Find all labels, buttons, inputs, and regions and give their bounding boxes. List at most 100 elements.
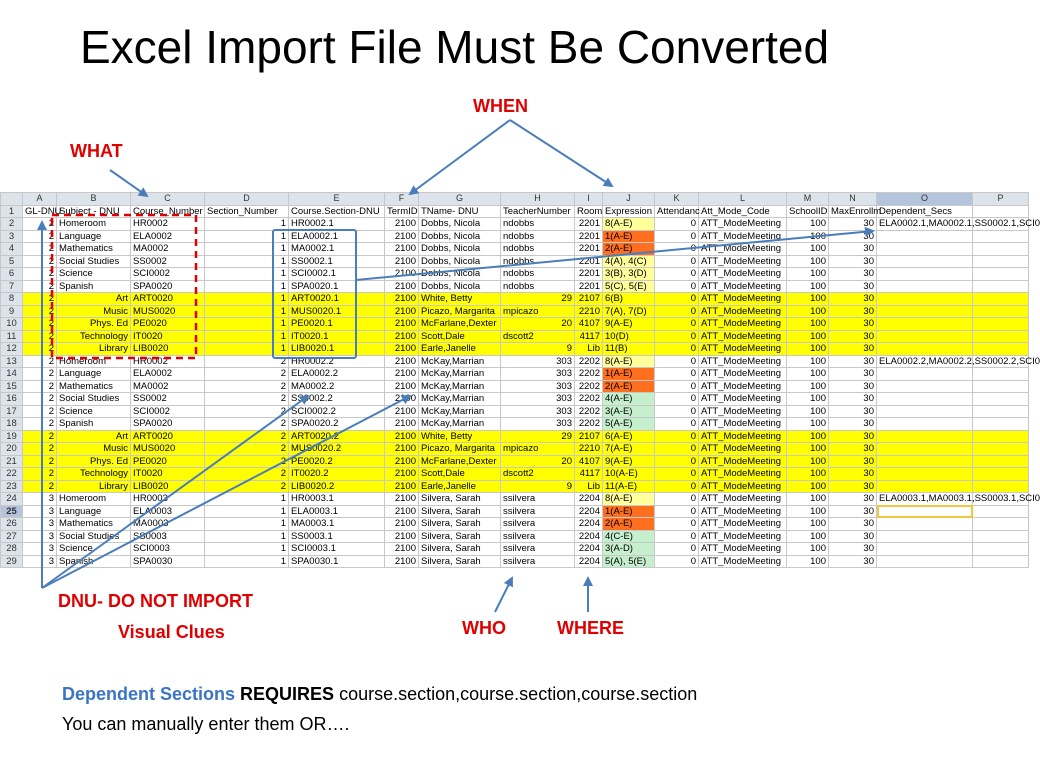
column-header-h[interactable]: H	[500, 192, 575, 206]
cell-k[interactable]: 0	[654, 492, 699, 506]
cell-f[interactable]: 2100	[384, 504, 419, 518]
cell-l[interactable]: ATT_ModeMeeting	[698, 417, 787, 431]
column-header-k[interactable]: K	[654, 192, 699, 206]
cell-f[interactable]: 2100	[384, 229, 419, 243]
cell-c[interactable]: ELA0002	[130, 229, 205, 243]
row-number[interactable]: 7	[0, 279, 23, 293]
cell-o[interactable]	[876, 479, 973, 493]
cell-o[interactable]	[876, 392, 973, 406]
cell-n[interactable]: 30	[828, 329, 877, 343]
cell-g[interactable]: Dobbs, Nicola	[418, 217, 501, 231]
cell-a[interactable]: 2	[22, 292, 57, 306]
cell-l[interactable]: ATT_ModeMeeting	[698, 529, 787, 543]
cell-g[interactable]: McKay,Marrian	[418, 417, 501, 431]
cell-f[interactable]: 2100	[384, 492, 419, 506]
cell-e[interactable]: SS0003.1	[288, 529, 385, 543]
cell-f[interactable]: 2100	[384, 379, 419, 393]
cell-a[interactable]: 3	[22, 542, 57, 556]
cell-p[interactable]	[972, 242, 1029, 256]
cell-i[interactable]: 2201	[574, 279, 603, 293]
cell-n[interactable]: 30	[828, 404, 877, 418]
cell-b[interactable]: Mathematics	[56, 379, 131, 393]
header-cell[interactable]: TName- DNU	[418, 204, 501, 218]
cell-d[interactable]: 1	[204, 229, 289, 243]
cell-k[interactable]: 0	[654, 267, 699, 281]
row-number[interactable]: 26	[0, 517, 23, 531]
cell-p[interactable]	[972, 254, 1029, 268]
cell-i[interactable]: Lib	[574, 342, 603, 356]
cell-g[interactable]: Dobbs, Nicola	[418, 254, 501, 268]
cell-j[interactable]: 7(A-E)	[602, 442, 655, 456]
row-number[interactable]: 9	[0, 304, 23, 318]
cell-g[interactable]: White, Betty	[418, 292, 501, 306]
cell-n[interactable]: 30	[828, 454, 877, 468]
cell-o[interactable]	[876, 529, 973, 543]
header-cell[interactable]: Expression	[602, 204, 655, 218]
cell-i[interactable]: 2204	[574, 492, 603, 506]
cell-g[interactable]: Silvera, Sarah	[418, 529, 501, 543]
cell-b[interactable]: Language	[56, 229, 131, 243]
row-number[interactable]: 19	[0, 429, 23, 443]
cell-d[interactable]: 1	[204, 304, 289, 318]
header-cell[interactable]: TermID	[384, 204, 419, 218]
cell-m[interactable]: 100	[786, 304, 829, 318]
cell-o[interactable]	[876, 517, 973, 531]
header-cell[interactable]	[972, 204, 1029, 218]
cell-m[interactable]: 100	[786, 442, 829, 456]
cell-m[interactable]: 100	[786, 467, 829, 481]
cell-c[interactable]: ELA0003	[130, 504, 205, 518]
cell-m[interactable]: 100	[786, 342, 829, 356]
cell-i[interactable]: 2107	[574, 429, 603, 443]
cell-p[interactable]	[972, 517, 1029, 531]
cell-n[interactable]: 30	[828, 379, 877, 393]
cell-p[interactable]	[972, 229, 1029, 243]
cell-h[interactable]: ndobbs	[500, 217, 575, 231]
cell-e[interactable]: MA0003.1	[288, 517, 385, 531]
cell-f[interactable]: 2100	[384, 392, 419, 406]
cell-m[interactable]: 100	[786, 454, 829, 468]
cell-m[interactable]: 100	[786, 479, 829, 493]
cell-p[interactable]	[972, 267, 1029, 281]
cell-m[interactable]: 100	[786, 492, 829, 506]
cell-j[interactable]: 3(A-D)	[602, 542, 655, 556]
cell-k[interactable]: 0	[654, 354, 699, 368]
cell-g[interactable]: McKay,Marrian	[418, 354, 501, 368]
cell-c[interactable]: SS0002	[130, 392, 205, 406]
cell-e[interactable]: MA0002.2	[288, 379, 385, 393]
cell-d[interactable]: 2	[204, 379, 289, 393]
cell-p[interactable]	[972, 504, 1029, 518]
header-cell[interactable]: Room	[574, 204, 603, 218]
header-cell[interactable]: Att_Mode_Code	[698, 204, 787, 218]
cell-h[interactable]: 303	[500, 392, 575, 406]
cell-o[interactable]	[876, 254, 973, 268]
cell-d[interactable]: 1	[204, 517, 289, 531]
cell-l[interactable]: ATT_ModeMeeting	[698, 242, 787, 256]
header-cell[interactable]: Course.Section-DNU	[288, 204, 385, 218]
cell-g[interactable]: McFarlane,Dexter	[418, 454, 501, 468]
cell-e[interactable]: SPA0030.1	[288, 554, 385, 568]
cell-a[interactable]: 3	[22, 517, 57, 531]
cell-a[interactable]: 2	[22, 379, 57, 393]
cell-c[interactable]: MUS0020	[130, 304, 205, 318]
cell-g[interactable]: McKay,Marrian	[418, 392, 501, 406]
cell-e[interactable]: IT0020.2	[288, 467, 385, 481]
row-number[interactable]: 8	[0, 292, 23, 306]
column-header-g[interactable]: G	[418, 192, 501, 206]
cell-g[interactable]: McKay,Marrian	[418, 367, 501, 381]
cell-i[interactable]: 2204	[574, 517, 603, 531]
cell-c[interactable]: SPA0020	[130, 279, 205, 293]
cell-n[interactable]: 30	[828, 304, 877, 318]
cell-j[interactable]: 3(B), 3(D)	[602, 267, 655, 281]
cell-j[interactable]: 1(A-E)	[602, 367, 655, 381]
cell-h[interactable]: ssilvera	[500, 504, 575, 518]
cell-a[interactable]: 2	[22, 329, 57, 343]
cell-e[interactable]: SCI0002.2	[288, 404, 385, 418]
cell-e[interactable]: MUS0020.2	[288, 442, 385, 456]
cell-e[interactable]: ART0020.1	[288, 292, 385, 306]
cell-o[interactable]	[876, 429, 973, 443]
column-header-e[interactable]: E	[288, 192, 385, 206]
cell-b[interactable]: Library	[56, 342, 131, 356]
cell-j[interactable]: 9(A-E)	[602, 317, 655, 331]
column-header-i[interactable]: I	[574, 192, 603, 206]
cell-k[interactable]: 0	[654, 254, 699, 268]
